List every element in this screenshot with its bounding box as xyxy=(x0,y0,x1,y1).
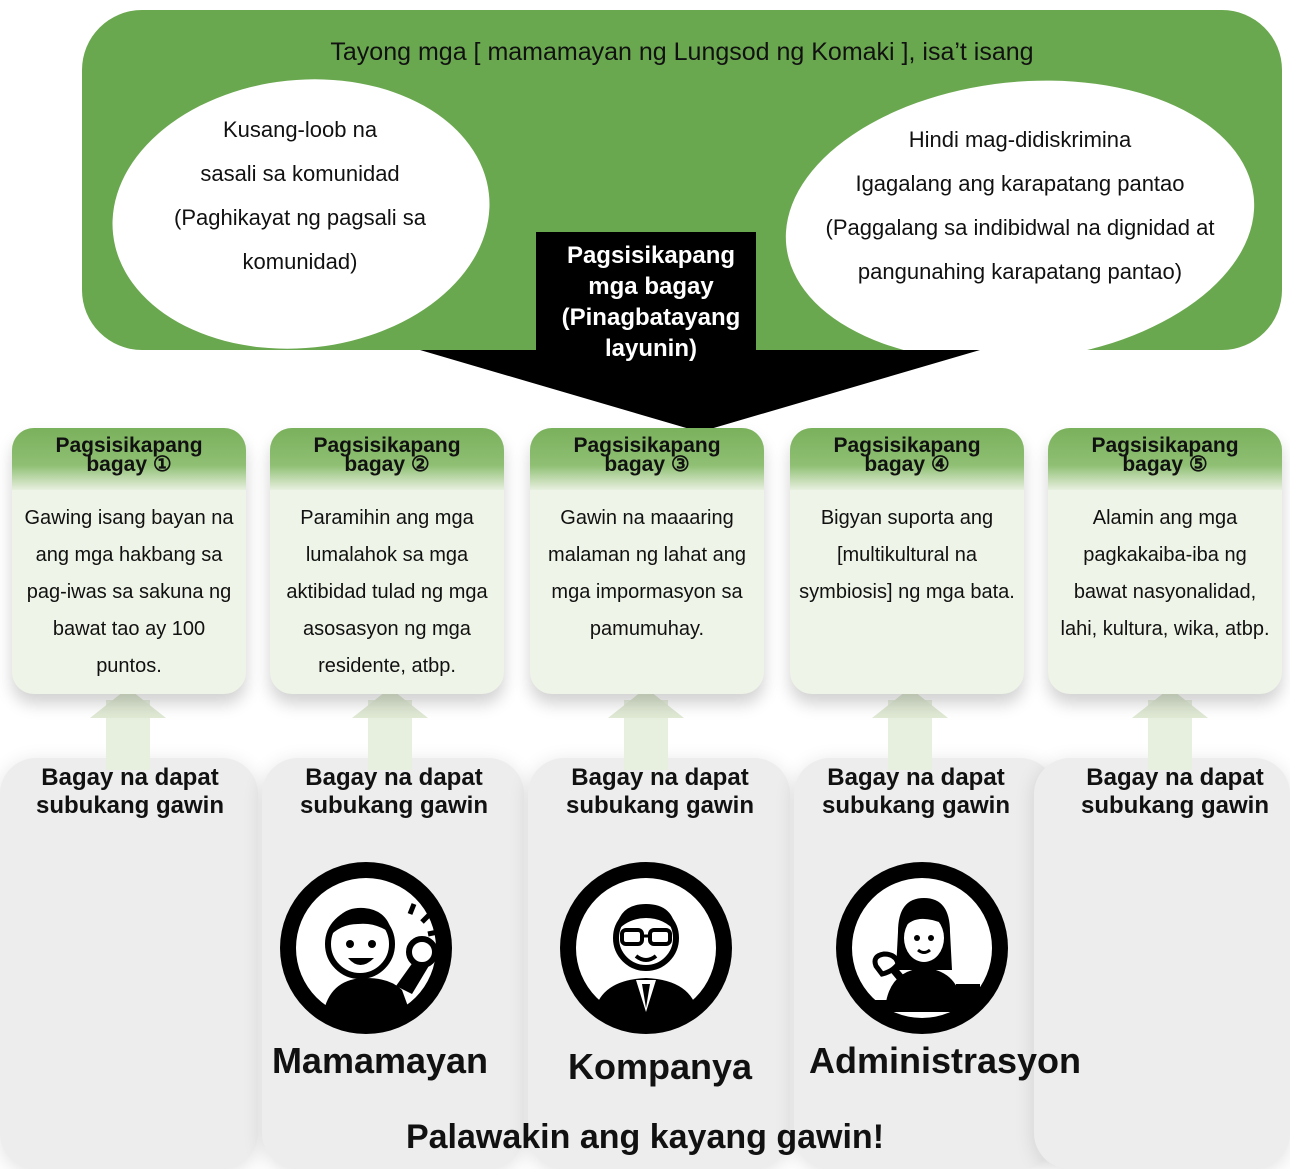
goal-box-title: Pagsisikapang xyxy=(313,434,461,457)
goal-box-text: Alamin ang mga pagkakaiba-iba ng bawat n… xyxy=(1060,507,1270,640)
goal-box-title: Pagsisikapang xyxy=(833,434,981,457)
goal-box-text: Gawin na maaaring malaman ng lahat ang m… xyxy=(548,507,746,640)
try-label: Bagay na dapat subukang gawin xyxy=(299,764,488,819)
company-icon xyxy=(560,862,732,1034)
try-label: Bagay na dapat subukang gawin xyxy=(565,764,754,819)
goal-box-number: bagay ⑤ xyxy=(1122,453,1208,476)
right-oval-line: (Paggalang sa indibidwal na dignidad at xyxy=(825,215,1215,240)
try-label: Bagay na dapat subukang gawin xyxy=(1080,764,1269,819)
arrow-label-line: (Pinagbatayang xyxy=(561,304,741,331)
goal-box-title: Pagsisikapang xyxy=(1091,434,1239,457)
goal-box-3: Pagsisikapang bagay ③ Gawin na maaaring … xyxy=(530,428,764,694)
citizen-icon xyxy=(280,862,452,1034)
goal-box-1: Pagsisikapang bagay ① Gawing isang bayan… xyxy=(12,428,246,694)
goal-box-number: bagay ③ xyxy=(604,453,690,476)
right-oval-line: Hindi mag-didiskrimina xyxy=(908,127,1132,152)
try-label: Bagay na dapat subukang gawin xyxy=(35,764,224,819)
goal-box-header: Pagsisikapang bagay ⑤ xyxy=(1048,428,1282,490)
goal-box-text: Paramihin ang mga lumalahok sa mga aktib… xyxy=(286,507,488,677)
left-oval-line: Kusang-loob na xyxy=(222,117,378,142)
goal-box-header: Pagsisikapang bagay ③ xyxy=(530,428,764,490)
goal-box-title: Pagsisikapang xyxy=(55,434,203,457)
administration-icon xyxy=(836,862,1008,1034)
goal-box-text: Bigyan suporta ang [multikultural na sym… xyxy=(799,507,1015,603)
goal-box-number: bagay ② xyxy=(344,453,430,476)
arrow-label: Pagsisikapang mga bagay (Pinagbatayang l… xyxy=(538,240,764,364)
goal-box-header: Pagsisikapang bagay ④ xyxy=(790,428,1024,490)
main-down-arrow xyxy=(420,232,980,432)
arrow-label-line: layunin) xyxy=(604,335,697,362)
actor-label-citizen: Mamamayan xyxy=(271,1040,489,1081)
goal-box-4: Pagsisikapang bagay ④ Bigyan suporta ang… xyxy=(790,428,1024,694)
goal-box-header: Pagsisikapang bagay ① xyxy=(12,428,246,490)
left-oval-text: Kusang-loob na sasali sa komunidad (Pagh… xyxy=(150,108,450,284)
bottom-card-right xyxy=(1034,758,1290,1169)
try-label: Bagay na dapat subukang gawin xyxy=(821,764,1010,819)
goal-box-5: Pagsisikapang bagay ⑤ Alamin ang mga pag… xyxy=(1048,428,1282,694)
bottom-card-left xyxy=(0,758,258,1169)
goal-box-2: Pagsisikapang bagay ② Paramihin ang mga … xyxy=(270,428,504,694)
goal-box-text: Gawing isang bayan na ang mga hakbang sa… xyxy=(24,507,234,677)
arrow-label-line: mga bagay xyxy=(588,273,714,300)
banner-title: Tayong mga [ mamamayan ng Lungsod ng Kom… xyxy=(330,38,1034,66)
goal-box-header: Pagsisikapang bagay ② xyxy=(270,428,504,490)
left-oval-line: komunidad) xyxy=(242,249,358,274)
right-oval-line: pangunahing karapatang pantao) xyxy=(857,259,1183,284)
actor-label-company: Kompanya xyxy=(567,1046,753,1087)
goal-box-number: bagay ④ xyxy=(864,453,950,476)
actor-label-administration: Administrasyon xyxy=(808,1040,1082,1081)
left-oval-line: sasali sa komunidad xyxy=(200,161,400,186)
footer-text: Palawakin ang kayang gawin! xyxy=(405,1118,885,1156)
right-oval-line: Igagalang ang karapatang pantao xyxy=(855,171,1185,196)
right-oval-text: Hindi mag-didiskrimina Igagalang ang kar… xyxy=(790,118,1250,294)
goal-box-number: bagay ① xyxy=(86,453,172,476)
left-oval-line: (Paghikayat ng pagsali sa xyxy=(174,205,426,230)
goal-box-title: Pagsisikapang xyxy=(573,434,721,457)
arrow-label-line: Pagsisikapang xyxy=(566,242,736,269)
